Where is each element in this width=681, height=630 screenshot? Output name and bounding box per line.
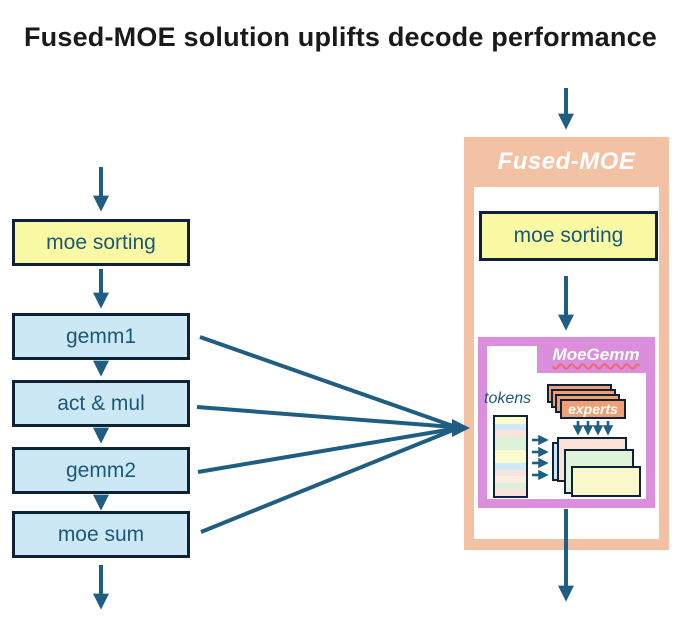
token-stripe xyxy=(495,489,526,496)
expert-bar-front: experts xyxy=(560,399,626,419)
token-stripe xyxy=(495,482,526,490)
token-stripe xyxy=(495,476,526,483)
token-stripe xyxy=(495,449,526,457)
token-stripe xyxy=(495,423,526,431)
left-box-moe-sum-label: moe sum xyxy=(57,522,145,546)
token-stripe xyxy=(495,463,526,470)
fusion-line-gemm2 xyxy=(197,427,454,474)
tokens-column xyxy=(493,415,528,498)
left-box-moe-sum: moe sum xyxy=(12,511,190,558)
token-stripe xyxy=(495,436,526,444)
experts-label: experts xyxy=(568,401,618,417)
token-stripe xyxy=(495,469,526,477)
page-title: Fused-MOE solution uplifts decode perfor… xyxy=(23,22,658,52)
left-box-act-mul: act & mul xyxy=(12,380,190,427)
output-matrix-yellow xyxy=(571,466,641,497)
left-box-gemm2-label: gemm2 xyxy=(65,458,137,482)
fused-box-moe-sorting: moe sorting xyxy=(479,211,658,261)
left-box-act-mul-label: act & mul xyxy=(57,391,145,415)
left-box-moe-sorting: moe sorting xyxy=(12,219,190,266)
tokens-label: tokens xyxy=(484,390,532,407)
moegemm-title: MoeGemm xyxy=(552,345,640,364)
token-stripe xyxy=(495,417,526,424)
left-box-moe-sorting-label: moe sorting xyxy=(46,230,156,254)
fused-box-moe-sorting-label: moe sorting xyxy=(513,224,624,247)
token-stripe xyxy=(495,456,526,464)
fused-moe-title: Fused-MOE xyxy=(497,148,636,175)
left-box-gemm1: gemm1 xyxy=(12,313,190,360)
moegemm-header: MoeGemm xyxy=(537,337,655,373)
left-box-gemm2: gemm2 xyxy=(12,447,190,494)
fusion-line-act-mul xyxy=(196,405,454,429)
token-stripe xyxy=(495,430,526,437)
token-stripe xyxy=(495,443,526,450)
fusion-line-moe-sum xyxy=(200,428,454,534)
fusion-line-gemm1 xyxy=(199,335,454,428)
left-box-gemm1-label: gemm1 xyxy=(65,324,137,348)
